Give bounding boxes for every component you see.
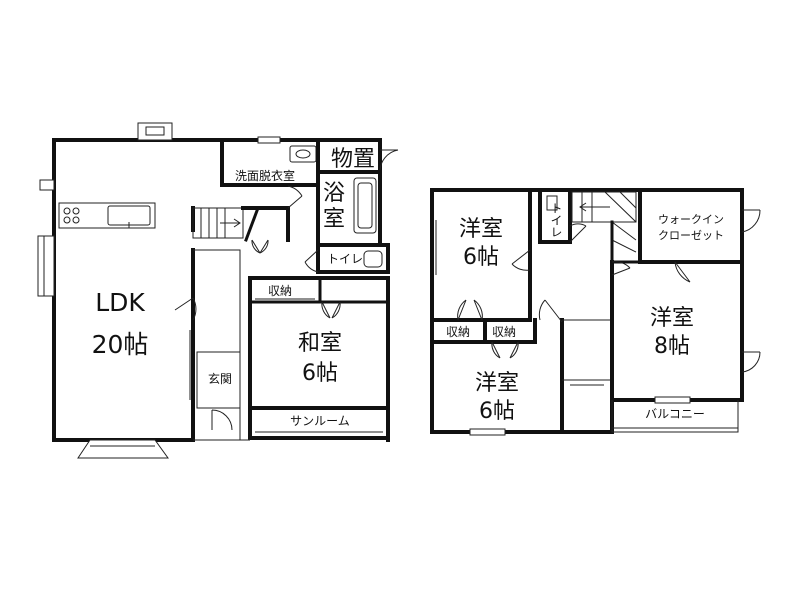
- stairs-1f: [192, 207, 244, 239]
- toilet1-door: [304, 249, 319, 273]
- toilet1-walls: [316, 243, 390, 274]
- youshitsu-b-name: 洋室: [475, 371, 519, 396]
- walkin-lower-door: [674, 261, 691, 283]
- youshitsu-c-walls: [610, 260, 744, 402]
- washroom-door: [287, 185, 303, 209]
- bathtub: [353, 177, 377, 234]
- youshitsu-c-door: [611, 261, 631, 276]
- kitchen-counter: [58, 202, 156, 229]
- balcony-outline: [611, 400, 739, 433]
- bathtub-inner: [357, 182, 373, 229]
- youshitsu-a-name: 洋室: [459, 217, 503, 242]
- bath-label-2: 室: [323, 207, 345, 232]
- first-floor: [37, 122, 399, 459]
- ldk-name: LDK: [95, 288, 145, 317]
- washroom-lower-wall: [241, 206, 290, 242]
- stair-winder: [604, 191, 637, 253]
- sunroom-walls: [248, 406, 390, 440]
- washitsu-walls: [248, 276, 390, 442]
- toilet1-fixture: [363, 250, 383, 268]
- wash-basin-bowl: [295, 149, 311, 159]
- stove-burner: [72, 216, 80, 224]
- youshitsu-c-size: 8帖: [654, 334, 690, 359]
- washroom-walls: [220, 138, 382, 187]
- youshitsu-a-size: 6帖: [463, 245, 499, 270]
- ldk-door: [174, 297, 197, 321]
- stove-burner: [72, 207, 80, 215]
- toilet1-label: トイレ: [327, 252, 363, 266]
- toilet2-walls: [538, 188, 572, 244]
- entrance-door: [211, 409, 233, 431]
- stair-arrow: [220, 218, 241, 228]
- washitsu-doors: [321, 301, 341, 319]
- ldk-left-marker: [39, 179, 55, 191]
- wash-basin: [289, 145, 317, 163]
- hallway-2f: [562, 319, 612, 386]
- youshitsu-a-doors: [457, 299, 483, 321]
- washroom-label: 洗面脱衣室: [235, 168, 295, 183]
- youshitsu-c-side-door: [741, 351, 761, 373]
- washitsu-size: 6帖: [302, 361, 338, 386]
- stove-burner: [63, 216, 71, 224]
- ldk-size: 20帖: [92, 330, 149, 359]
- walkin-walls: [638, 188, 744, 264]
- stair-arrow-2f: [579, 202, 610, 212]
- youshitsu-b-door: [538, 299, 563, 323]
- second-floor: [430, 188, 761, 436]
- closet2-label: 収納: [446, 325, 470, 339]
- stove-burner: [63, 207, 71, 215]
- sunroom-label: サンルーム: [290, 414, 350, 428]
- entrance-step: [196, 351, 241, 409]
- ldk-left-window: [37, 235, 55, 297]
- walkin-label-1: ウォークイン: [658, 213, 724, 226]
- storage-door: [379, 149, 399, 173]
- bath-label-1: 浴: [323, 181, 345, 206]
- hallway-line: [193, 249, 241, 440]
- walkin-label-2: クローゼット: [658, 229, 724, 242]
- washitsu-name: 和室: [298, 331, 342, 356]
- youshitsu-b-walls: [533, 318, 564, 434]
- labels: LDK 20帖 洗面脱衣室 物置 浴 室 トイレ 収納 和室 6帖 玄関 サンル…: [92, 147, 724, 428]
- youshitsu-a-door: [511, 249, 531, 271]
- youshitsu-b-size: 6帖: [479, 399, 515, 424]
- ldk-top-window: [137, 122, 173, 141]
- toilet2-door: [569, 223, 587, 243]
- closet1-label: 収納: [268, 284, 292, 298]
- entrance-label: 玄関: [208, 371, 232, 386]
- balcony-label: バルコニー: [645, 407, 705, 421]
- closet3-label: 収納: [492, 325, 516, 339]
- ldk-bottom-window: [77, 439, 169, 459]
- youshitsu-b-window: [469, 428, 506, 436]
- youshitsu-c-window: [654, 396, 691, 404]
- stair-closet-doors: [251, 239, 269, 254]
- walkin-door: [741, 209, 761, 233]
- youshitsu-c-name: 洋室: [650, 306, 694, 331]
- ldk-top-window-inner: [145, 126, 165, 136]
- toilet2-label: トイレ: [549, 202, 563, 238]
- toilet2-window: [546, 195, 558, 211]
- washroom-window: [257, 136, 281, 144]
- stairs-2f: [571, 191, 637, 223]
- youshitsu-a-walls: [430, 188, 532, 322]
- storage-label: 物置: [331, 147, 375, 172]
- closet3-doors: [491, 341, 519, 359]
- stair-diagonal-wall: [244, 206, 260, 242]
